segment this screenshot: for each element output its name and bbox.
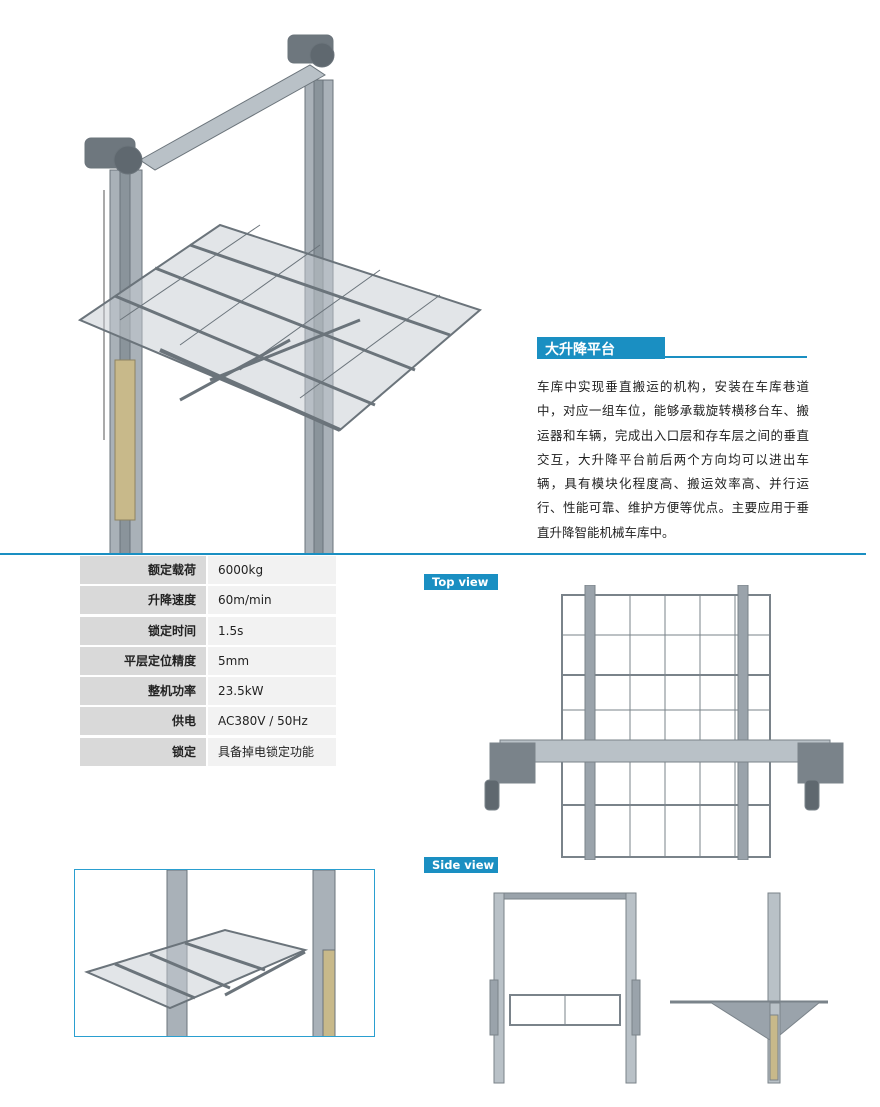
spec-row: 升降速度 60m/min — [80, 586, 336, 615]
spec-row: 供电 AC380V / 50Hz — [80, 707, 336, 736]
spec-value: 23.5kW — [208, 677, 336, 706]
top-view-drawing — [484, 585, 844, 860]
spec-label: 锁定时间 — [80, 616, 206, 645]
spec-row: 锁定时间 1.5s — [80, 616, 336, 645]
section-divider — [0, 553, 866, 555]
spec-row: 锁定 具备掉电锁定功能 — [80, 737, 336, 766]
spec-row: 额定载荷 6000kg — [80, 556, 336, 584]
side-view-label: Side view — [424, 857, 498, 873]
spec-label: 整机功率 — [80, 677, 206, 706]
section-title: 大升降平台 — [545, 342, 615, 358]
spec-value: 6000kg — [208, 556, 336, 584]
spec-value: 具备掉电锁定功能 — [208, 737, 336, 766]
spec-label: 额定载荷 — [80, 556, 206, 584]
platform-detail-drawing — [84, 870, 336, 1036]
section-title-bar — [537, 337, 665, 359]
spec-label: 锁定 — [80, 737, 206, 766]
spec-value: AC380V / 50Hz — [208, 707, 336, 736]
spec-row: 整机功率 23.5kW — [80, 677, 336, 706]
spec-value: 60m/min — [208, 586, 336, 615]
spec-value: 1.5s — [208, 616, 336, 645]
lift-platform-illustration — [77, 34, 483, 555]
section-title-underline — [665, 356, 807, 358]
side-view-drawing — [489, 892, 828, 1084]
top-view-label: Top view — [424, 574, 498, 590]
spec-row: 平层定位精度 5mm — [80, 646, 336, 675]
spec-value: 5mm — [208, 646, 336, 675]
spec-table: 额定载荷 6000kg 升降速度 60m/min 锁定时间 1.5s 平层定位精… — [80, 556, 336, 768]
section-description: 车库中实现垂直搬运的机构，安装在车库巷道中，对应一组车位，能够承载旋转横移台车、… — [537, 379, 809, 540]
spec-label: 供电 — [80, 707, 206, 736]
platform-detail-image — [74, 869, 375, 1037]
section-header: 大升降平台 — [537, 337, 807, 359]
spec-label: 升降速度 — [80, 586, 206, 615]
spec-label: 平层定位精度 — [80, 646, 206, 675]
